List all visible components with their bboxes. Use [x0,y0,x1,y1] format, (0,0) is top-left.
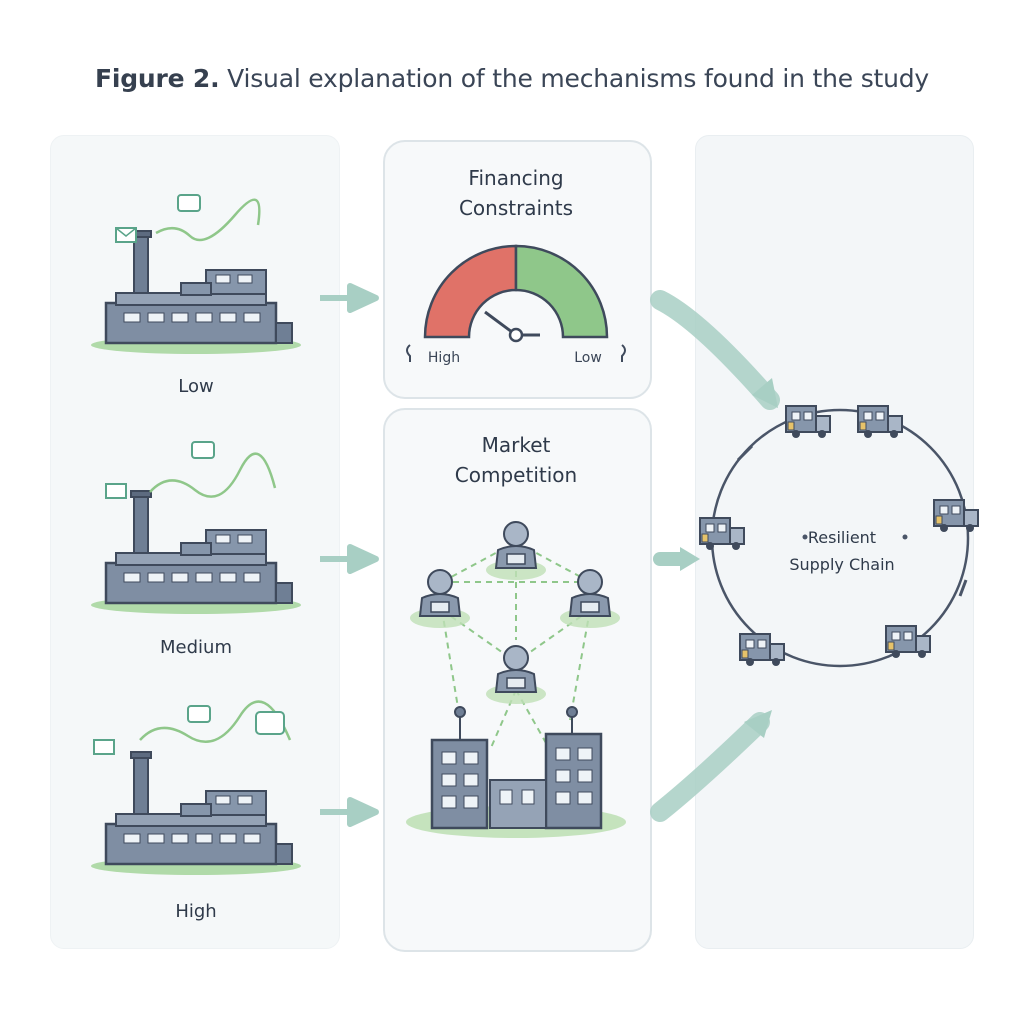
arrow-left-to-market-icon [320,544,379,574]
figure-caption: Visual explanation of the mechanisms fou… [227,64,930,93]
gauge-low-label: Low [574,350,602,366]
arrow-financing-to-supply-icon [650,290,780,410]
supply-chain-label-line2: Supply Chain [789,555,895,574]
factory-low-icon [89,194,303,356]
financing-gauge-icon [406,244,626,362]
arrow-left-to-financing-icon [320,283,379,313]
factory-high-icon [89,700,303,877]
gauge-high-label: High [427,350,461,366]
figure-label: Figure 2. [94,64,220,93]
factory-medium-icon [89,441,303,616]
competition-network-icon [406,521,626,838]
level-medium-label: Medium [160,637,232,658]
arrow-left-to-market-lower-icon [320,797,379,827]
financing-title-line1: Financing [468,166,564,190]
arrow-market-to-supply-icon [653,547,700,571]
market-title-line2: Competition [454,463,578,487]
financing-title: Financing Constraints [396,163,636,223]
level-high-label: High [175,901,217,922]
market-title-line1: Market [481,433,551,457]
financing-title-line2: Constraints [458,196,574,220]
supply-chain-label-line1: Resilient [807,528,877,547]
level-low-label: Low [178,376,214,397]
supply-chain-ring-icon [699,405,979,668]
market-title: Market Competition [396,430,636,490]
supply-chain-label: Resilient Supply Chain [762,524,922,578]
figure-title: Figure 2. Visual explanation of the mech… [0,64,1024,93]
arrow-lower-to-supply-icon [650,710,772,822]
